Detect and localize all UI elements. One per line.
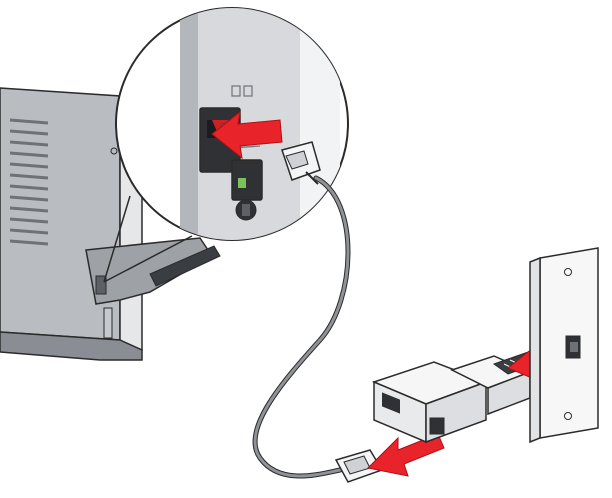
rj11-plug (281, 141, 321, 185)
rj11-plug-adapter (334, 449, 384, 483)
wall-jack-screw-top (564, 268, 572, 276)
arrow-insert-adapter (366, 433, 445, 477)
printer-base (0, 331, 143, 361)
printer-vents (9, 118, 49, 246)
printer-side-port (95, 275, 107, 295)
printer-screw (110, 147, 118, 155)
magnifier-leader (103, 195, 193, 283)
printer-tray-slot (149, 245, 221, 287)
wall-jack (529, 247, 599, 444)
arrow-insert-printer (211, 110, 283, 160)
ext-port (231, 159, 263, 201)
printer (0, 87, 221, 361)
printer-lower-slot (103, 307, 113, 339)
wall-jack-screw-bottom (564, 412, 572, 420)
printer-rear-face (85, 237, 214, 305)
